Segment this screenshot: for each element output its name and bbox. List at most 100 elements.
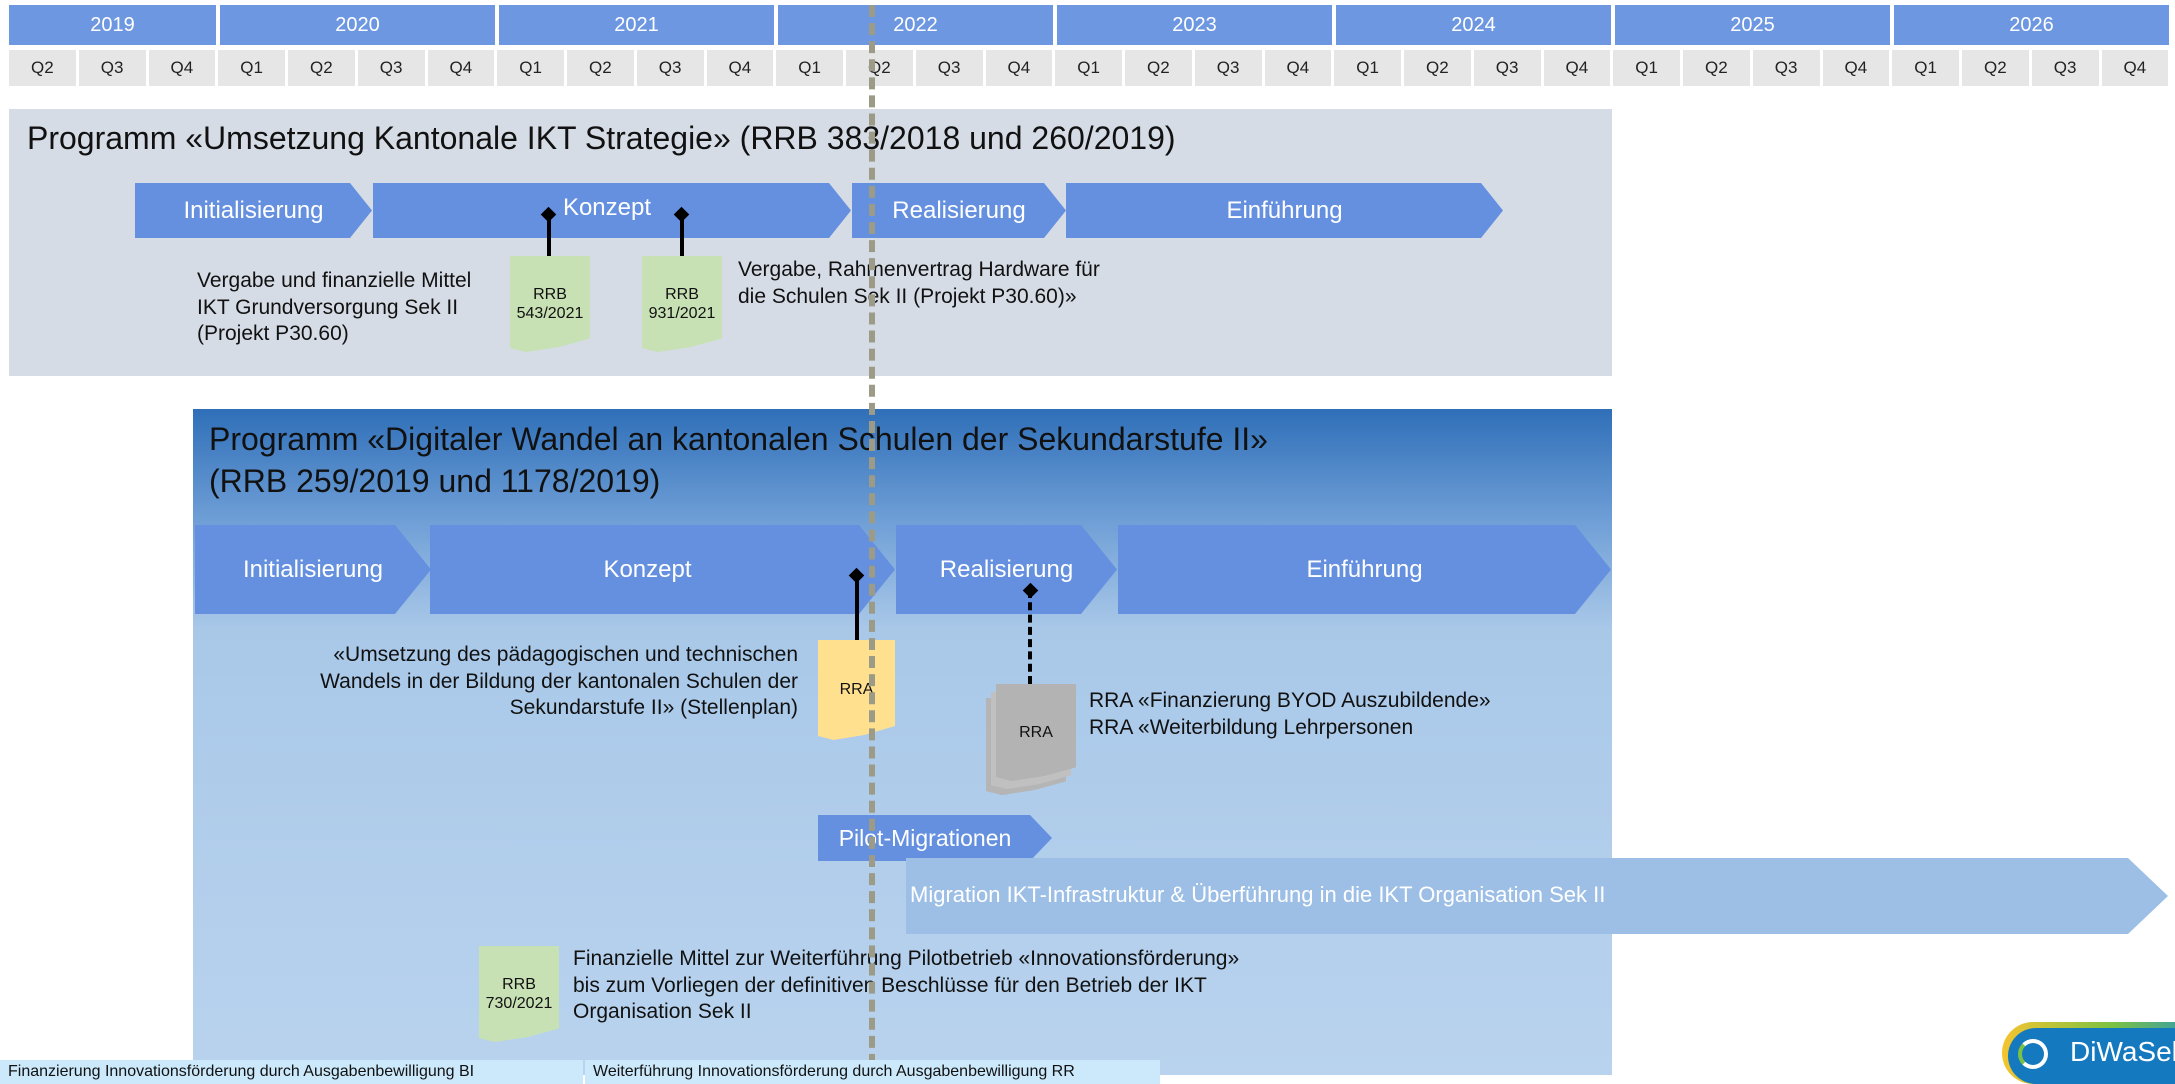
quarter-cell: Q3 — [915, 50, 983, 86]
quarter-cell: Q2 — [567, 50, 634, 86]
milestone-stem-931 — [680, 214, 684, 256]
footer-right-cell: Weiterführung Innovationsförderung durch… — [585, 1060, 1160, 1084]
quarter-cell: Q4 — [1264, 50, 1332, 86]
quarter-cell: Q4 — [706, 50, 774, 86]
p2-phase-konzept-label: Konzept — [603, 555, 692, 583]
year-2026: 2026 — [1894, 5, 2169, 45]
year-2022: 2022 — [778, 5, 1053, 45]
quarter-cell: Q2 — [1404, 50, 1471, 86]
quarter-cell: Q4 — [1822, 50, 1890, 86]
rrb-543-line1: RRB — [533, 285, 567, 303]
quarter-cell: Q2 — [1962, 50, 2029, 86]
today-marker-line — [869, 5, 875, 1084]
rra-gray-document: RRA — [996, 684, 1076, 781]
p1-phase-konzept: Konzept — [373, 183, 851, 238]
p2-note-left: «Umsetzung des pädagogischen und technis… — [280, 642, 798, 722]
quarter-cell: Q1 — [1613, 50, 1680, 86]
footer-left-cell: Finanzierung Innovationsförderung durch … — [0, 1060, 583, 1084]
pilot-migrationen-bar: Pilot-Migrationen — [818, 815, 1052, 861]
quarter-cell: Q1 — [1055, 50, 1122, 86]
rrb-730-line1: RRB — [502, 975, 536, 993]
quarter-cell: Q3 — [1194, 50, 1262, 86]
logo-circle-icon — [2018, 1039, 2048, 1069]
rrb-543-document: RRB 543/2021 — [510, 256, 590, 352]
p2-note-bottom-line: Organisation Sek II — [573, 1000, 752, 1024]
quarter-cell: Q4 — [1543, 50, 1611, 86]
program-1-title: Programm «Umsetzung Kantonale IKT Strate… — [27, 120, 1176, 156]
quarter-cell: Q4 — [985, 50, 1053, 86]
p2-note-left-line: Wandels in der Bildung der kantonalen Sc… — [320, 669, 798, 693]
p1-note-right-line: die Schulen Sek II (Projekt P30.60)» — [738, 284, 1077, 308]
rrb-730-line2: 730/2021 — [485, 995, 553, 1012]
rrb-931-line1: RRB — [665, 285, 699, 303]
year-2019: 2019 — [9, 5, 216, 45]
diwasek-logo: DiWaSek — [2002, 1022, 2175, 1084]
year-2020: 2020 — [220, 5, 495, 45]
p1-note-right: Vergabe, Rahmenvertrag Hardware für die … — [738, 257, 1100, 310]
year-2021: 2021 — [499, 5, 774, 45]
program-2-panel — [193, 409, 1612, 1075]
p1-note-left-line: Vergabe und finanzielle Mittel — [197, 269, 472, 292]
p1-phase-konzept-label: Konzept — [562, 194, 652, 221]
quarter-cell: Q1 — [1334, 50, 1401, 86]
p1-note-left: Vergabe und finanzielle Mittel IKT Grund… — [197, 268, 471, 348]
p2-note-bottom-line: Finanzielle Mittel zur Weiterführung Pil… — [573, 947, 1240, 970]
rra-yellow-document: RRA — [818, 640, 895, 740]
quarter-cell: Q2 — [288, 50, 355, 86]
quarter-cell: Q2 — [9, 50, 76, 86]
p2-note-right-line: RRA «Weiterbildung Lehrpersonen — [1089, 715, 1414, 739]
p2-phase-konzept: Konzept — [430, 525, 895, 614]
migration-label: Migration IKT-Infrastruktur & Überführun… — [910, 882, 1606, 907]
year-2025: 2025 — [1615, 5, 1890, 45]
milestone-stem-rra-yellow — [855, 576, 859, 640]
p1-phase-initialisierung: Initialisierung — [135, 183, 372, 238]
p1-phase-realisierung: Realisierung — [852, 183, 1066, 238]
quarter-cell: Q1 — [1892, 50, 1959, 86]
p2-note-bottom-line: bis zum Vorliegen der definitiven Beschl… — [573, 973, 1207, 997]
p2-note-bottom: Finanzielle Mittel zur Weiterführung Pil… — [573, 946, 1239, 1026]
milestone-stem-rra-gray — [1028, 590, 1032, 684]
program-1-panel — [9, 109, 1612, 376]
program-2-title-line2: (RRB 259/2019 und 1178/2019) — [209, 463, 661, 499]
quarter-cell: Q3 — [1473, 50, 1541, 86]
quarter-cell: Q1 — [776, 50, 843, 86]
p2-note-left-line: «Umsetzung des pädagogischen und technis… — [333, 643, 798, 666]
quarter-cell: Q1 — [218, 50, 285, 86]
quarter-cell: Q4 — [427, 50, 495, 86]
quarter-cell: Q3 — [357, 50, 425, 86]
year-2024: 2024 — [1336, 5, 1611, 45]
logo-text: DiWaSek — [2070, 1036, 2175, 1067]
quarter-cell: Q2 — [846, 50, 913, 86]
quarter-cell: Q4 — [2101, 50, 2169, 86]
p2-note-left-line: Sekundarstufe II» (Stellenplan) — [509, 696, 798, 720]
rra-yellow-label: RRA — [839, 681, 874, 699]
p1-note-left-line: IKT Grundversorgung Sek II — [197, 295, 459, 319]
p1-phase-einfuehrung: Einführung — [1066, 183, 1503, 238]
p2-note-right: RRA «Finanzierung BYOD Auszubildende» RR… — [1089, 688, 1491, 741]
quarter-cell: Q1 — [497, 50, 564, 86]
pilot-migrationen-label: Pilot-Migrationen — [838, 824, 1012, 851]
quarter-cell: Q3 — [2031, 50, 2099, 86]
p1-note-right-line: Vergabe, Rahmenvertrag Hardware für — [738, 258, 1100, 281]
milestone-stem-543 — [547, 214, 551, 256]
program-2-title-line1: Programm «Digitaler Wandel an kantonalen… — [209, 421, 1268, 457]
program-2-title: Programm «Digitaler Wandel an kantonalen… — [209, 418, 1268, 502]
rrb-931-document: RRB 931/2021 — [642, 256, 722, 352]
quarter-cell: Q2 — [1683, 50, 1750, 86]
p2-phase-einfuehrung: Einführung — [1118, 525, 1611, 614]
quarter-cell: Q3 — [78, 50, 146, 86]
quarter-cell: Q3 — [636, 50, 704, 86]
year-2023: 2023 — [1057, 5, 1332, 45]
p2-phase-realisierung: Realisierung — [896, 525, 1117, 614]
migration-bar — [906, 858, 2168, 934]
rra-gray-label: RRA — [1019, 723, 1053, 741]
rrb-931-line2: 931/2021 — [648, 305, 716, 322]
p2-phase-initialisierung: Initialisierung — [195, 525, 431, 614]
quarter-cell: Q4 — [148, 50, 216, 86]
rrb-543-line2: 543/2021 — [516, 305, 584, 322]
rrb-730-document: RRB 730/2021 — [479, 946, 559, 1042]
quarter-cell: Q2 — [1125, 50, 1192, 86]
quarter-cell: Q3 — [1752, 50, 1820, 86]
p1-note-left-line: (Projekt P30.60) — [197, 322, 349, 346]
p2-note-right-line: RRA «Finanzierung BYOD Auszubildende» — [1089, 689, 1491, 712]
